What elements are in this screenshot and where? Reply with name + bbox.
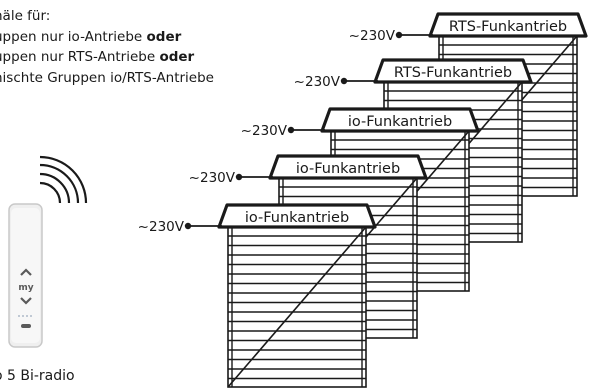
motor-type-label: io-Funkantrieb [348, 114, 452, 130]
motor-type-label: io-Funkantrieb [296, 161, 400, 177]
motor-type-label: io-Funkantrieb [245, 210, 349, 226]
motor-type-label: RTS-Funkantrieb [449, 19, 567, 35]
intro-line-1: näle für: [0, 8, 51, 24]
shutter-head-box [217, 203, 377, 229]
motor-type-label: RTS-Funkantrieb [394, 65, 512, 81]
intro-line-4: nischte Gruppen io/RTS-Antriebe [0, 69, 214, 86]
shutter-head-box [268, 154, 428, 180]
intro-line-2: uppen nur io-Antriebe oder [0, 28, 182, 45]
voltage-label: ~230V [349, 28, 396, 44]
power-connector [184, 222, 192, 230]
radio-waves-icon [39, 155, 88, 204]
units-layer: RTS-Funkantrieb ~230V RTS-Funkantrieb ~230V… [138, 12, 588, 388]
shutter-unit: io-Funkantrieb ~230V [138, 203, 377, 388]
power-connector [395, 31, 403, 39]
power-connector [235, 173, 243, 181]
shutter-curtain [227, 226, 367, 388]
chevron-up-icon [20, 268, 32, 276]
shutter-head-box [428, 12, 588, 38]
intro-text: näle für: uppen nur io-Antriebe oder upp… [0, 6, 214, 88]
remote-select-button [21, 324, 31, 328]
intro-or-2: oder [159, 49, 195, 65]
voltage-label: ~230V [138, 219, 185, 235]
shutter-head-box [320, 107, 480, 133]
power-connector [287, 126, 295, 134]
remote-caption: o 5 Bi-radio [0, 368, 75, 384]
intro-or-1: oder [146, 28, 182, 45]
shutter-head-box [373, 58, 533, 84]
remote-control: my [8, 155, 88, 348]
remote-my-button: my [18, 283, 33, 293]
voltage-label: ~230V [189, 170, 236, 186]
power-connector [340, 77, 348, 85]
chevron-down-icon [20, 297, 32, 305]
voltage-label: ~230V [294, 74, 341, 90]
intro-line-3: uppen nur RTS-Antriebe oder [0, 49, 195, 65]
voltage-label: ~230V [241, 123, 288, 139]
